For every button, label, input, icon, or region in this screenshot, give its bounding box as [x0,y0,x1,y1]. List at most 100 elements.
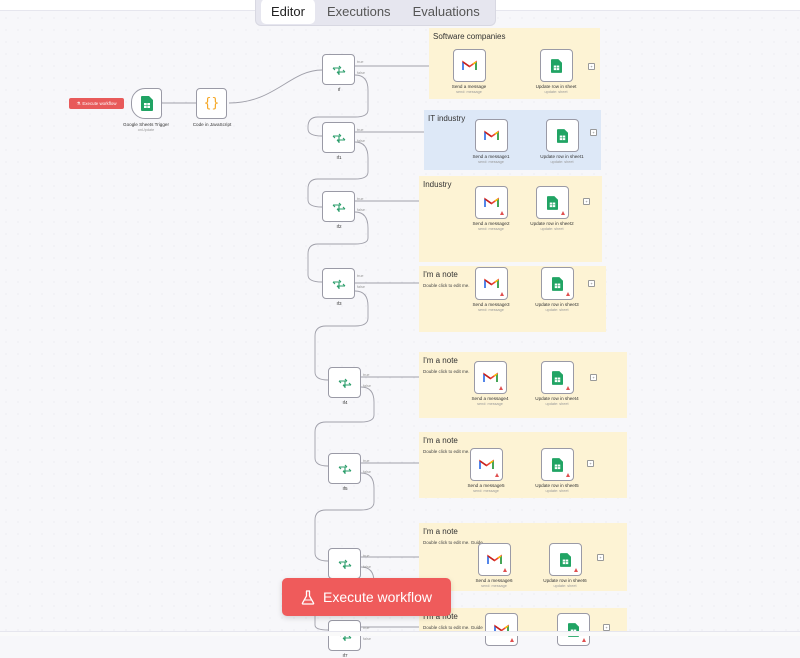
warning-icon [582,638,586,642]
branch-true-label: true [363,373,370,377]
gmail-icon [483,372,498,382]
gmail-icon [484,130,499,140]
tab-evaluations[interactable]: Evaluations [412,4,480,19]
branch-false-label: false [363,384,372,388]
sticky-title: Software companies [433,32,506,41]
node-label: Update row in sheet5 [535,483,579,488]
if-branch-icon [332,279,345,289]
warning-icon [566,473,570,477]
code-node[interactable]: {} [196,88,227,119]
sticky-note[interactable]: I'm a note Double click to edit me. [419,352,627,418]
add-node-plus-icon[interactable]: + [587,460,594,467]
gmail-icon [462,60,477,70]
if-branch-icon [338,559,351,569]
add-node-plus-icon[interactable]: + [588,280,595,287]
branch-true-label: true [357,60,364,64]
gmail-send-node[interactable] [475,186,508,219]
sticky-title: I'm a note [423,436,458,445]
google-sheets-trigger-node[interactable] [131,88,162,119]
gmail-send-node[interactable] [475,267,508,300]
sticky-subtitle: Double click to edit me. [423,283,470,288]
sticky-note[interactable]: Industry [419,176,602,262]
node-label: Send a message3 [472,302,510,307]
code-braces-icon: {} [203,96,220,111]
branch-true-label: true [363,554,370,558]
sticky-title: I'm a note [423,356,458,365]
execute-workflow-button[interactable]: Execute workflow [282,578,451,616]
node-label: Send a message2 [472,221,510,226]
sticky-subtitle: Double click to edit me. Guide [423,540,483,545]
flask-icon [301,589,315,605]
sticky-note[interactable]: I'm a note Double click to edit me. Guid… [419,608,627,635]
add-node-plus-icon[interactable]: + [603,624,610,631]
branch-false-label: false [363,565,372,569]
if-node[interactable] [322,122,355,153]
gmail-icon [484,278,499,288]
add-node-plus-icon[interactable]: + [597,554,604,561]
if-node[interactable] [328,453,361,484]
warning-icon [510,638,514,642]
warning-icon [499,386,503,390]
sticky-title: I'm a note [423,612,458,621]
node-label: Update row in sheet4 [535,396,579,401]
sticky-note[interactable]: I'm a note Double click to edit me. Guid… [419,523,627,591]
branch-true-label: true [357,128,364,132]
sticky-note[interactable]: I'm a note Double click to edit me. [419,266,606,332]
branch-true-label: true [363,626,370,630]
if-node[interactable] [328,367,361,398]
node-sublabel: send: message [478,227,504,231]
execute-workflow-label: Execute workflow [323,589,432,605]
node-label: Send a message6 [475,578,513,583]
branch-true-label: true [357,274,364,278]
sticky-title: Industry [423,180,452,189]
node-label: Update row in sheet3 [535,302,579,307]
gmail-send-node[interactable] [475,119,508,152]
gmail-icon [487,554,502,564]
warning-icon [500,211,504,215]
sticky-title: I'm a note [423,527,458,536]
branch-false-label: false [357,285,366,289]
google-sheets-icon [552,370,563,385]
sheets-update-node[interactable] [546,119,579,152]
sticky-title: IT industry [428,114,466,123]
warning-icon [561,211,565,215]
branch-true-label: true [357,197,364,201]
node-sublabel: update: sheet [545,308,569,312]
add-node-plus-icon[interactable]: + [590,129,597,136]
add-node-plus-icon[interactable]: + [583,198,590,205]
tab-executions[interactable]: Executions [326,4,391,19]
if-node[interactable] [328,548,361,579]
if-node[interactable] [322,268,355,299]
if-branch-icon [338,464,351,474]
node-label: Send a message [451,84,487,89]
if-node[interactable] [322,54,355,85]
gmail-send-node[interactable] [453,49,486,82]
node-sublabel: onUpdate [137,128,155,132]
if-node[interactable] [322,191,355,222]
node-label: If7 [342,653,348,658]
tab-editor[interactable]: Editor [261,0,315,24]
sticky-subtitle: Double click to edit me. [423,369,470,374]
warning-icon [566,386,570,390]
node-sublabel: send: message [481,584,507,588]
node-sublabel: send: message [473,489,499,493]
small-execute-workflow-button[interactable]: ⚗ Execute workflow [69,98,124,109]
google-sheets-icon [547,195,558,210]
google-sheets-icon [557,128,568,143]
node-label: Google Sheets Trigger [123,122,169,127]
node-label: Update row in sheet [535,84,577,89]
node-sublabel: send: message [478,160,504,164]
node-label: Update row in sheet2 [530,221,574,226]
add-node-plus-icon[interactable]: + [590,374,597,381]
branch-false-label: false [363,637,372,641]
branch-false-label: false [357,208,366,212]
node-label: If4 [342,400,348,405]
node-sublabel: update: sheet [544,90,568,94]
sheets-update-node[interactable] [540,49,573,82]
node-sublabel: send: message [456,90,482,94]
google-sheets-icon [560,552,571,567]
sticky-subtitle: Double click to edit me. Guide [423,625,483,630]
warning-icon [500,292,504,296]
warning-icon [495,473,499,477]
add-node-plus-icon[interactable]: + [588,63,595,70]
